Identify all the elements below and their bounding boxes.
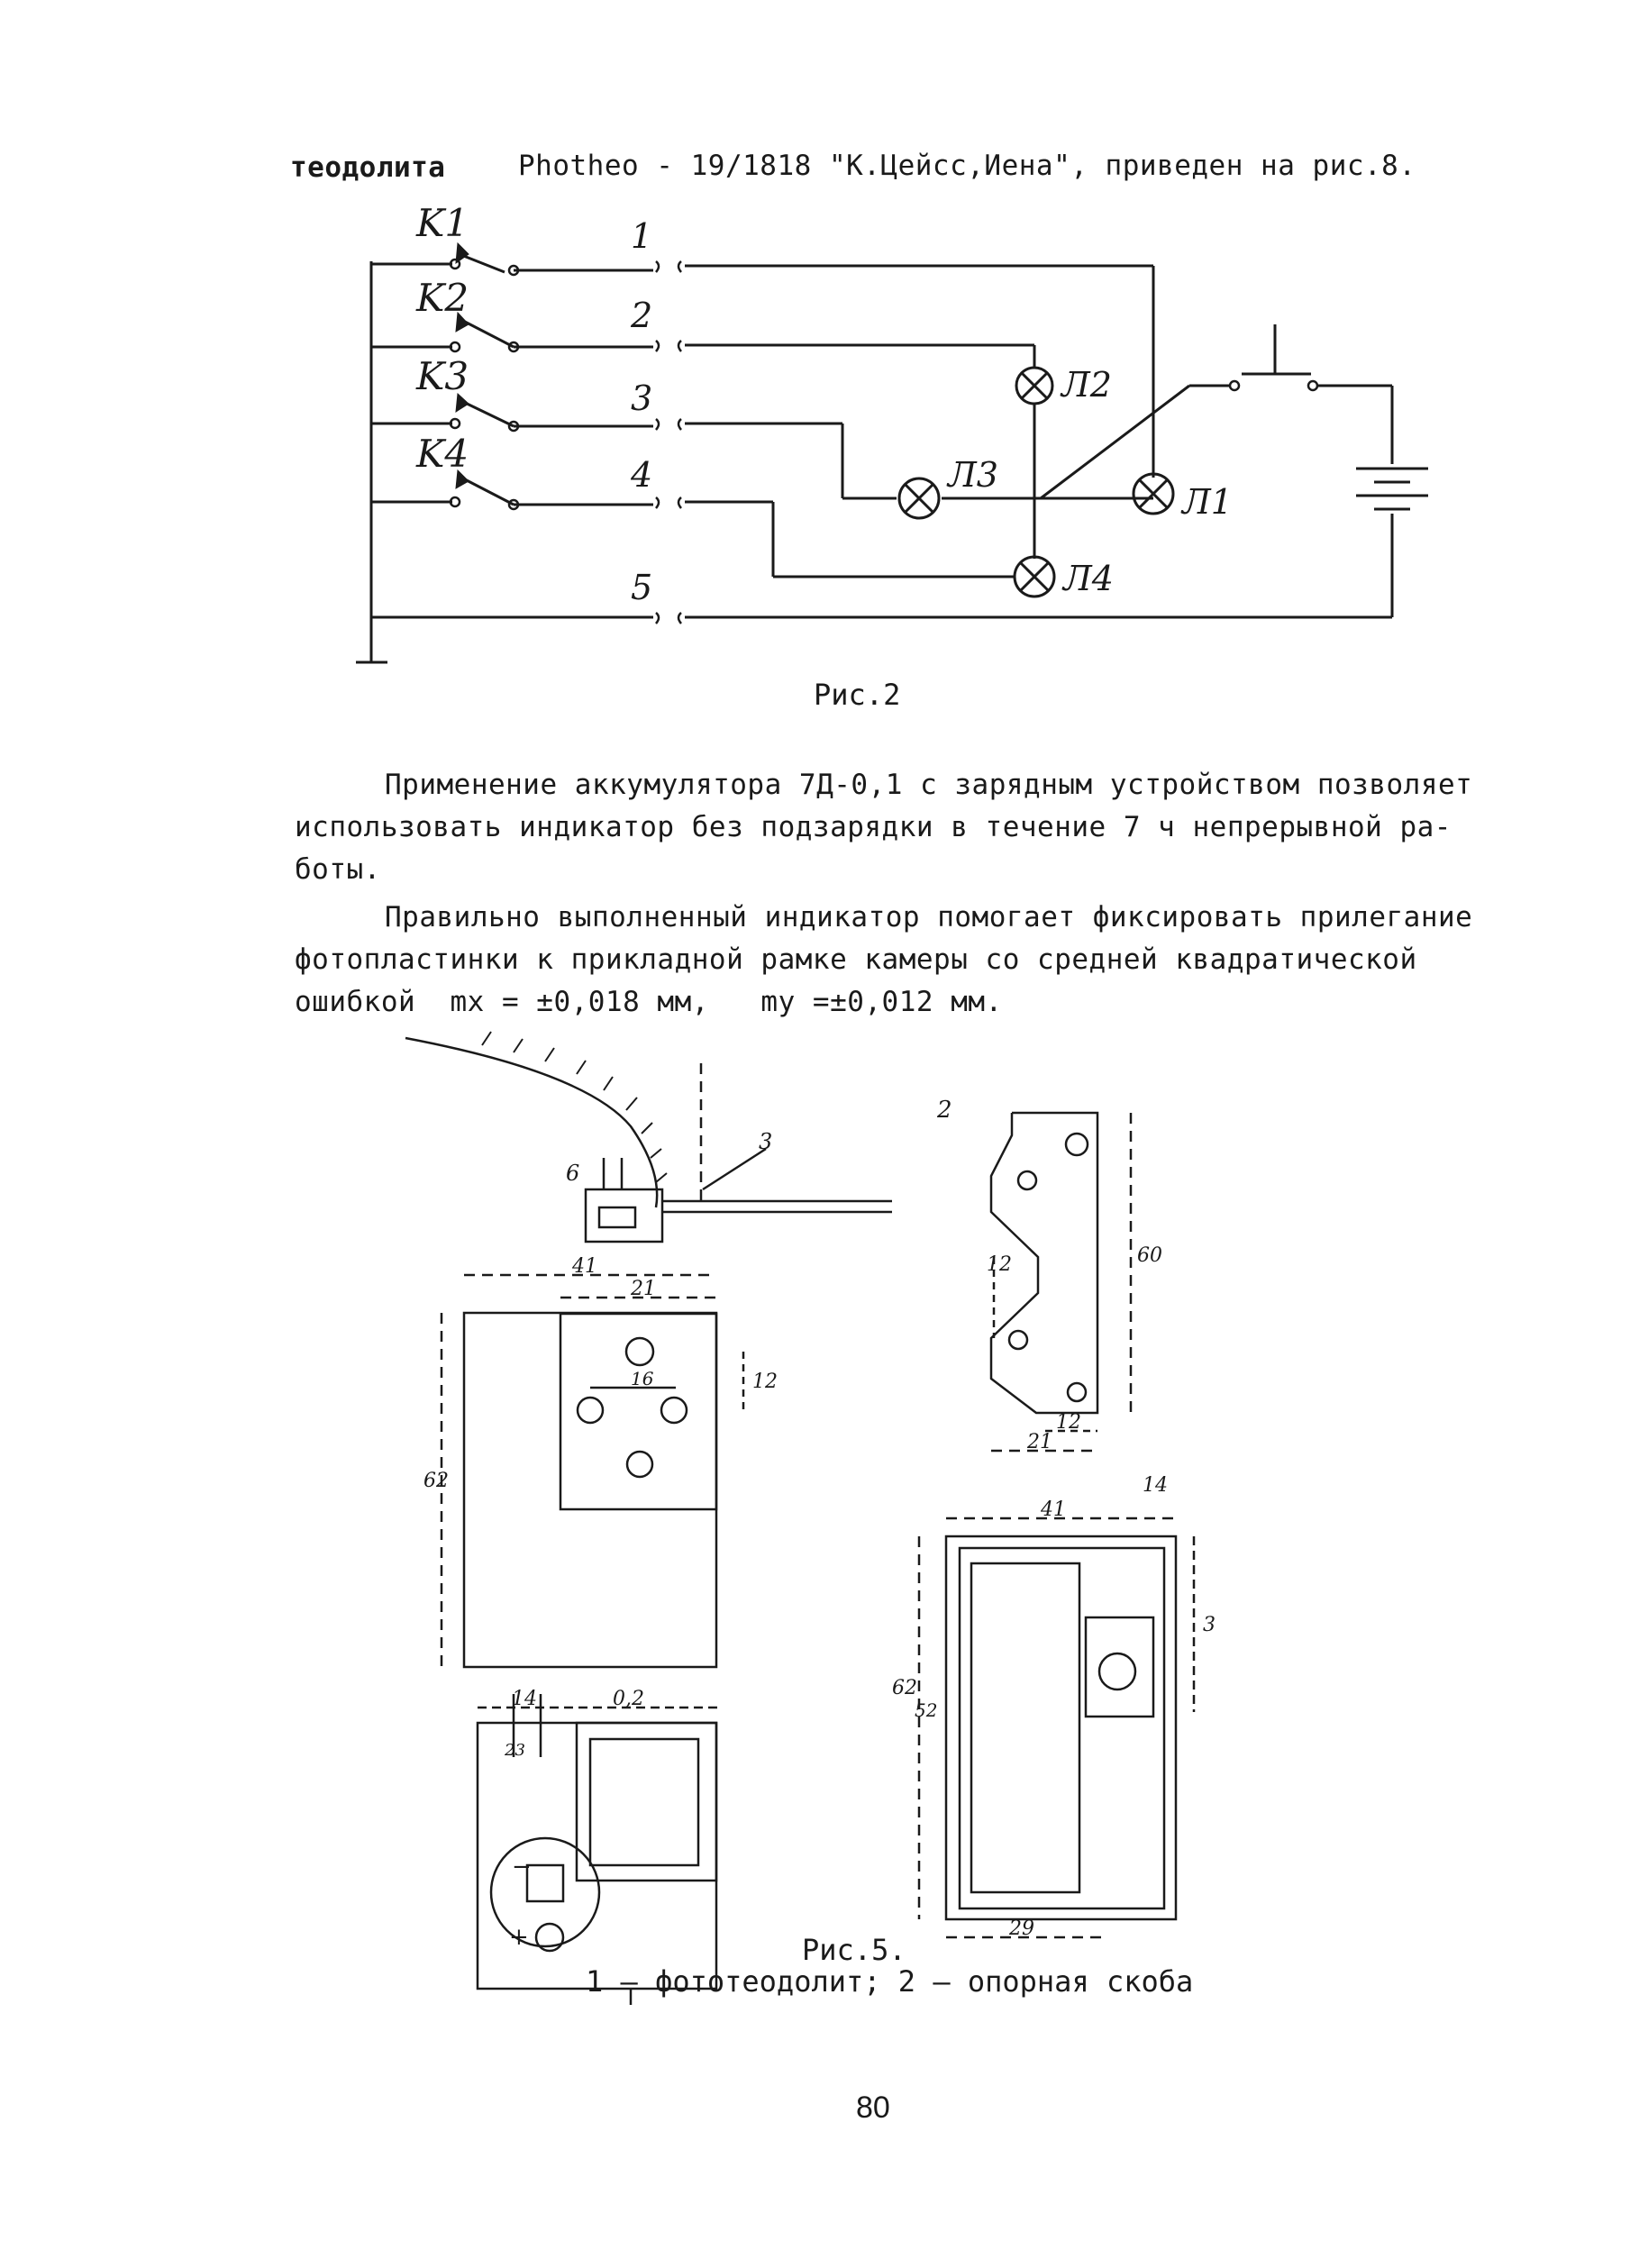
dimension-label: 14 <box>1143 1474 1168 1497</box>
switch-label: K1 <box>415 201 469 245</box>
figure-2-caption: Рис.2 <box>814 678 901 712</box>
contact-number: 2 <box>630 296 652 335</box>
switch-label: K3 <box>415 354 469 398</box>
dimension-label: 12 <box>1056 1411 1081 1434</box>
paragraph-1-line: Применение аккумулятора 7Д-0,1 с зарядны… <box>385 769 1473 801</box>
intro-word: теодолита <box>290 151 446 184</box>
switch-label: K2 <box>415 276 469 320</box>
part-label: 2 <box>936 1097 952 1124</box>
contact-number: 1 <box>631 216 652 256</box>
dimension-label: 12 <box>752 1371 778 1393</box>
lamp-label: Л3 <box>946 455 998 495</box>
contact-number: 4 <box>630 455 652 495</box>
paragraph-2-line: ошибкой mx = ±0,018 мм, my =±0,012 мм. <box>295 986 1003 1018</box>
lamp-label: Л2 <box>1060 365 1112 405</box>
page-number: 80 <box>856 2090 890 2125</box>
dimension-label: 12 <box>987 1253 1012 1276</box>
dimension-label: 3 <box>1203 1614 1216 1636</box>
dimension-label: 52 <box>915 1699 937 1721</box>
lamp-label: Л4 <box>1061 559 1114 598</box>
contact-number: 5 <box>631 568 652 607</box>
polarity-label: − <box>512 1854 532 1881</box>
figure-5-caption-legend: 1 – фототеодолит; 2 – опорная скоба <box>586 1964 1194 1999</box>
paragraph-2-line: фотопластинки к прикладной рамке камеры … <box>295 943 1417 976</box>
dimension-label: 14 <box>512 1688 537 1710</box>
dimension-label: 29 <box>1008 1917 1034 1940</box>
dimension-label: 60 <box>1137 1244 1162 1267</box>
dimension-label: 0,2 <box>613 1688 644 1710</box>
paragraph-2-line: Правильно выполненный индикатор помогает… <box>385 901 1473 934</box>
paragraph-1-line: использовать индикатор без подзарядки в … <box>295 811 1452 843</box>
part-label: 3 <box>759 1129 772 1154</box>
dimension-label: 62 <box>892 1677 917 1699</box>
part-label: 6 <box>566 1161 579 1186</box>
paragraph-1-line: боты. <box>295 853 381 886</box>
contact-number: 3 <box>631 378 652 418</box>
figure-5-caption-title: Рис.5. <box>802 1933 906 1967</box>
dimension-label: 21 <box>1026 1431 1052 1453</box>
switch-label: K4 <box>415 432 469 476</box>
lamp-label: Л1 <box>1180 482 1233 522</box>
polarity-label: + <box>509 1924 529 1951</box>
dimension-label: 41 <box>571 1255 597 1278</box>
dimension-label: 23 <box>504 1741 525 1760</box>
circuit-diagram: K1 K2 K3 K4 1 2 3 4 5 Л1 Л2 Л3 Л4 <box>356 201 1428 664</box>
dimension-label: 21 <box>630 1278 656 1300</box>
intro-text: Photheo - 19/1818 "К.Цейсс,Иена", привед… <box>518 150 1416 182</box>
mechanical-drawing: 6 3 2 41 21 12 16 62 12 60 12 21 14 41 3… <box>405 1031 1216 2005</box>
dimension-label: 62 <box>423 1470 449 1492</box>
dimension-label: 41 <box>1040 1498 1066 1521</box>
dimension-label: 16 <box>631 1368 654 1389</box>
